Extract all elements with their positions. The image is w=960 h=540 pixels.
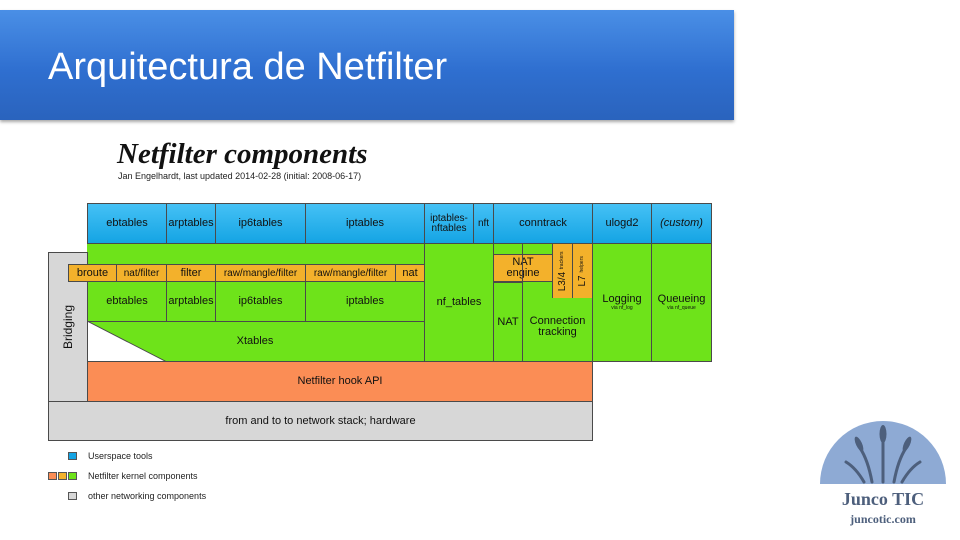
us-ulogd2: ulogd2	[592, 203, 652, 244]
table-rawmangle-ip6: raw/mangle/filter	[215, 264, 306, 282]
legend-swatch-kernel-2	[58, 472, 67, 480]
k-logging: Logging via nf_log	[592, 243, 652, 362]
legend-swatch-other	[68, 492, 77, 500]
xtables-border	[87, 321, 425, 362]
us-conntrack: conntrack	[493, 203, 593, 244]
us-ip6tables: ip6tables	[215, 203, 306, 244]
us-iptables: iptables	[305, 203, 425, 244]
diagram-subtitle: Jan Engelhardt, last updated 2014-02-28 …	[118, 171, 362, 181]
us-arptables: arptables	[166, 203, 216, 244]
table-natfilter: nat/filter	[116, 264, 167, 282]
logo-url: juncotic.com	[850, 512, 916, 526]
table-rawmangle-ip: raw/mangle/filter	[305, 264, 396, 282]
logging-sub: via nf_log	[611, 305, 633, 311]
k-ebtables: ebtables	[87, 281, 167, 322]
k-nf-tables: nf_tables	[424, 243, 494, 362]
legend-swatch-userspace	[68, 452, 77, 460]
title-banner: Arquitectura de Netfilter	[0, 10, 734, 120]
diagram-title: Netfilter components	[117, 138, 368, 170]
legend-swatch-kernel-1	[48, 472, 57, 480]
legend-label-userspace: Userspace tools	[88, 451, 153, 461]
slide-title: Arquitectura de Netfilter	[48, 46, 448, 88]
us-nft: nft	[473, 203, 494, 244]
logo-emblem-icon	[820, 421, 946, 484]
queueing-sub: via nf_queue	[667, 305, 696, 311]
table-filter: filter	[166, 264, 216, 282]
logo-name: Junco TIC	[841, 489, 925, 509]
conntrack-frame	[522, 243, 593, 362]
legend-label-other: other networking components	[88, 491, 207, 501]
us-ebtables: ebtables	[87, 203, 167, 244]
k-arptables: arptables	[166, 281, 216, 322]
k-queueing: Queueing via nf_queue	[651, 243, 712, 362]
k-iptables: iptables	[305, 281, 425, 322]
hook-api: Netfilter hook API	[87, 361, 593, 402]
queueing-label: Queueing	[657, 293, 706, 305]
k-xtables: Xtables	[236, 335, 274, 347]
k-ip6tables: ip6tables	[215, 281, 306, 322]
bridging-label: Bridging	[60, 304, 75, 350]
logging-label: Logging	[602, 293, 642, 305]
legend-label-kernel: Netfilter kernel components	[88, 471, 198, 481]
xtables-cutout	[87, 321, 167, 362]
us-custom: (custom)	[651, 203, 712, 244]
table-broute: broute	[68, 264, 117, 282]
k-nat: NAT	[493, 282, 523, 362]
legend-swatch-kernel-3	[68, 472, 77, 480]
k-connection-tracking: Connection tracking	[522, 298, 593, 362]
network-stack: from and to to network stack; hardware	[48, 401, 593, 441]
table-nat: nat	[395, 264, 425, 282]
us-iptables-nftables: iptables- nftables	[424, 203, 474, 244]
